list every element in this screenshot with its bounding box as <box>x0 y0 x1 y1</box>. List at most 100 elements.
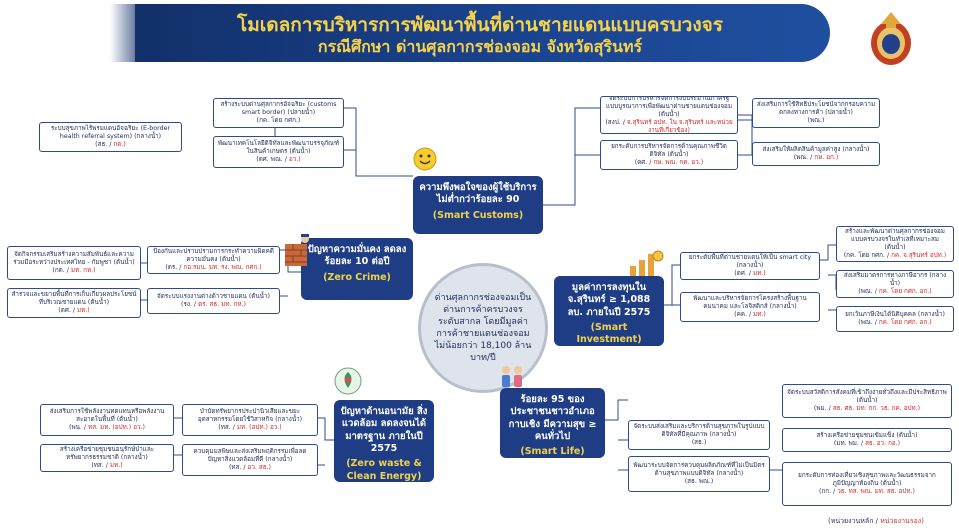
box-community-network-agency: (มท. พม. / <box>833 440 866 447</box>
goal-smart-customs-label: (Smart Customs) <box>432 209 524 221</box>
goal-smart-life-text: ร้อยละ 95 ของประชาชนชาวอำเภอกาบเชิง มีคว… <box>508 394 597 443</box>
page-title: โมเดลการบริหารการพัฒนาพื้นที่ด่านชายแดนแ… <box>237 14 723 36</box>
box-wastewater-treatment-text: บำบัดทรัพยากรประปานิวเสียและขยะอุตสาหกรร… <box>197 407 303 423</box>
box-e-border-health-text: ระบบสุขภาพไร้พรมแดนอัจฉริยะ (E-border he… <box>50 124 171 140</box>
box-th-kh-relations-text: จัดกิจกรรมเสริมสร้างความสัมพันธ์และความร… <box>13 250 135 266</box>
box-pollution-control-support: อว. สธ.) <box>247 464 272 472</box>
box-border-area-survey-agency: (ตศ. / <box>58 307 77 315</box>
box-corporate-tax-exemption-text: ยกเว้นภาษีเงินได้นิติบุคคล (กลางน้ำ) <box>845 310 945 318</box>
box-security-crime-support: กอ.รมน. มท. รง. พณ. กศก.) <box>183 264 262 272</box>
box-pollution-control-agency: (ทส. / <box>228 464 248 472</box>
box-logistics-infrastructure-text: พัฒนาและบริหารจัดการโครงสร้างพื้นฐานคมนา… <box>693 294 807 310</box>
box-digital-packaging: พัฒนาเทคโนโลยีดิจิทัลและพัฒนาบรรจุภัณฑ์ใ… <box>213 136 344 168</box>
box-customs-smart-border-text: สร้างระบบด่านศุลกากรอัจฉริยะ (customs sm… <box>220 100 337 116</box>
box-health-tourism: ยกระดับการท่องเที่ยวเชิงสุขภาพและวัฒนธรร… <box>782 462 952 506</box>
box-security-crime-agency: (ตร. / <box>165 264 184 272</box>
legend: (หน่วยงานหลัก / หน่วยงานรอง) <box>828 516 924 527</box>
center-vision: ด่านศุลกากรช่องจอมเป็นด่านการค้าครบวงจรร… <box>418 263 548 393</box>
goal-smart-customs-text: ความพึงพอใจของผู้ใช้บริการ ไม่ต่ำกว่าร้อ… <box>419 182 537 206</box>
box-border-area-survey-text: สำรวจและขยายพื้นที่การเก็บเกี่ยวผลประโยช… <box>11 290 137 306</box>
box-social-welfare-agency: (พม. / <box>813 405 833 413</box>
box-social-welfare-text: จัดระบบสวัสดิการสังคมที่เข้าถึงง่ายทั่วถ… <box>787 388 947 404</box>
box-smart-city: ยกระดับพื้นที่ด่านชายแดนให้เป็น smart ci… <box>680 252 820 280</box>
box-logistics-infrastructure-agency: (คค. / <box>734 311 754 319</box>
legend-main-agency: (หน่วยงานหลัก / <box>828 517 881 525</box>
box-high-value-products-support: กษ. อก.) <box>814 154 839 161</box>
box-customs-checkpoint-build-text: สร้างและพัฒนาด่านศุลกากรช่องจอมแบบครบวงจ… <box>845 227 945 251</box>
box-security-crime: ป้องกันและปราบปรามการกระทำความผิดคดีความ… <box>147 246 280 274</box>
goal-zero-waste-label: (Zero waste & Clean Energy) <box>346 458 422 482</box>
goal-zero-crime-text: ปัญหาความมั่นคง ลดลงร้อยละ 10 ต่อปี <box>307 244 407 268</box>
box-clean-energy-text: ส่งเสริมการใช้พลังงานทดแทนหรือพลังงานสะอ… <box>49 407 165 423</box>
box-e-border-health-agency: (สธ. / <box>95 141 114 149</box>
box-trade-agreement-text: ส่งเสริมการใช้สิทธิประโยชน์จากกรอบความตก… <box>756 100 876 116</box>
ministry-emblem-icon <box>871 12 911 65</box>
box-customs-checkpoint-build-agency: (กค. โดย กศก. / <box>843 252 892 260</box>
box-digital-quality-life-agency: (ดศ. / <box>634 159 654 167</box>
box-e-border-health: ระบบสุขภาพไร้พรมแดนอัจฉริยะ (E-border he… <box>39 122 182 152</box>
box-smart-city-support: มท.) <box>752 270 766 278</box>
box-digital-packaging-agency: (ดศ. พณ. / <box>256 156 289 164</box>
box-high-value-products-text: ส่งเสริมให้ผลิตสินค้ามูลค่าสูง (กลางน้ำ) <box>762 145 870 153</box>
box-health-tourism-support: วธ. ทส. พณ. มท. สธ. อปท.) <box>837 488 915 496</box>
box-logistics-infrastructure: พัฒนาและบริหารจัดการโครงสร้างพื้นฐานคมนา… <box>680 292 820 322</box>
page-subtitle: กรณีศึกษา ด่านศุลกากรช่องจอม จังหวัดสุริ… <box>317 37 643 56</box>
box-high-value-products-agency: (พณ. / <box>793 154 815 161</box>
box-foreign-labor-text: จัดระบบแรงงานต่างด้าวชายแดน (ต้นน้ำ) <box>157 292 270 300</box>
goal-smart-investment: มูลค่าการลงทุนใน จ.สุรินทร์ ≥ 1,088 ลบ. … <box>554 276 664 346</box>
box-integrated-budget-support: จ.สุรินทร์ อปท. ใน จ.สุรินทร์ และหน่วยงา… <box>626 119 733 134</box>
box-th-kh-relations-agency: (กต. / <box>52 267 71 275</box>
box-customs-checkpoint-build: สร้างและพัฒนาด่านศุลกากรช่องจอมแบบครบวงจ… <box>836 226 954 262</box>
box-wastewater-treatment-support: มท. (อปท.) อว.) <box>236 424 282 432</box>
box-tax-measures-support: กค. โดย กศก. อก.) <box>878 288 932 296</box>
box-border-area-survey-support: มท.) <box>76 307 90 315</box>
goal-zero-waste: ปัญหาด้านอนามัย สิ่งแวดล้อม ลดลงจนได้มาต… <box>334 400 434 482</box>
box-digital-quality-life-support: กษ. พณ. กค. อว.) <box>653 159 704 167</box>
box-wastewater-treatment: บำบัดทรัพยากรประปานิวเสียและขยะอุตสาหกรร… <box>182 404 318 436</box>
box-clean-energy-support: ทส. มท. (อปท.) อว.) <box>88 424 145 432</box>
goal-smart-life: ร้อยละ 95 ของประชาชนชาวอำเภอกาบเชิง มีคว… <box>500 388 605 458</box>
security-guard-wall-icon <box>285 234 309 266</box>
goal-smart-life-label: (Smart Life) <box>520 446 585 458</box>
box-digital-quality-life-text: ยกระดับการบริหารจัดการด้านคุณภาพชีวิตดิจ… <box>611 142 727 158</box>
box-trade-agreement-agency: (พณ.) <box>807 117 825 125</box>
goal-zero-crime: ปัญหาความมั่นคง ลดลงร้อยละ 10 ต่อปี (Zer… <box>301 238 413 300</box>
box-community-network: สร้างเครือข่ายชุมชนเข้มแข็ง (ต้นน้ำ) (มท… <box>782 428 952 452</box>
box-logistics-infrastructure-support: มท.) <box>753 311 766 319</box>
box-trade-agreement: ส่งเสริมการใช้สิทธิประโยชน์จากกรอบความตก… <box>752 98 880 128</box>
box-community-network-text: สร้างเครือข่ายชุมชนเข้มแข็ง (ต้นน้ำ) <box>816 431 918 439</box>
box-foreign-labor: จัดระบบแรงงานต่างด้าวชายแดน (ต้นน้ำ) (รง… <box>147 288 280 314</box>
box-clean-energy: ส่งเสริมการใช้พลังงานทดแทนหรือพลังงานสะอ… <box>40 404 174 436</box>
goal-zero-waste-text: ปัญหาด้านอนามัย สิ่งแวดล้อม ลดลงจนได้มาต… <box>340 406 428 455</box>
box-forest-network-text: สร้างเครือข่ายชุมชนอนุรักษ์ป่าและทรัพยาก… <box>59 445 155 461</box>
box-digital-health-service: จัดระบบส่งเสริมและบริการด้านสุขภาพในรูปแ… <box>628 420 770 450</box>
box-forest-network: สร้างเครือข่ายชุมชนอนุรักษ์ป่าและทรัพยาก… <box>40 444 174 472</box>
goal-zero-crime-label: (Zero Crime) <box>323 271 391 283</box>
box-health-tourism-agency: (กก. / <box>819 488 838 496</box>
box-digital-quality-life: ยกระดับการบริหารจัดการด้านคุณภาพชีวิตดิจ… <box>600 140 738 170</box>
box-digital-health-service-agency: (สธ.) <box>691 439 707 447</box>
box-th-kh-relations-support: มท. กห.) <box>70 267 96 275</box>
box-smart-city-agency: (ดศ. / <box>734 270 753 278</box>
box-integrated-budget-agency: (สงป. / <box>605 119 627 127</box>
happy-family-icon <box>502 366 522 387</box>
box-corporate-tax-exemption-support: กค. โดย กศก. อก.) <box>878 319 932 326</box>
smiley-face-icon <box>413 147 437 171</box>
box-social-welfare-support: สธ. ศธ. มท. กก. วธ. กค. อปท.) <box>832 405 921 413</box>
box-high-value-products: ส่งเสริมให้ผลิตสินค้ามูลค่าสูง (กลางน้ำ)… <box>752 142 880 166</box>
box-smart-city-text: ยกระดับพื้นที่ด่านชายแดนให้เป็น smart ci… <box>688 253 812 269</box>
box-customs-checkpoint-build-support: กค. จ.สุรินทร์ อปท.) <box>891 252 947 260</box>
box-corporate-tax-exemption: ยกเว้นภาษีเงินได้นิติบุคคล (กลางน้ำ) (พณ… <box>836 306 954 332</box>
goal-smart-customs: ความพึงพอใจของผู้ใช้บริการ ไม่ต่ำกว่าร้อ… <box>413 176 543 234</box>
box-community-network-support: สธ. อว. กอ.) <box>865 440 901 447</box>
box-unhealthy-product-control-text: พัฒนาระบบจัดการควบคุมผลิตภัณฑ์ที่ไม่เป็น… <box>633 461 765 477</box>
box-social-welfare: จัดระบบสวัสดิการสังคมที่เข้าถึงง่ายทั่วถ… <box>782 384 952 418</box>
box-integrated-budget: จัดระบบการบริหารจัดการงบประมาณภาครัฐแบบบ… <box>600 96 738 134</box>
box-corporate-tax-exemption-agency: (พณ. / <box>858 319 879 326</box>
box-wastewater-treatment-agency: (ทส. / <box>218 424 237 432</box>
box-e-border-health-support: กต.) <box>113 141 126 149</box>
box-tax-measures: ส่งเสริมมาตรการทางภาษีอากร (กลางน้ำ) (พณ… <box>836 270 954 298</box>
box-pollution-control: ควบคุมมลพิษและส่งเสริมพฤติกรรมเพื่อลดปัญ… <box>182 444 318 476</box>
box-digital-health-service-text: จัดระบบส่งเสริมและบริการด้านสุขภาพในรูปแ… <box>633 422 765 438</box>
center-vision-text: ด่านศุลกากรช่องจอมเป็นด่านการค้าครบวงจรร… <box>434 292 532 364</box>
